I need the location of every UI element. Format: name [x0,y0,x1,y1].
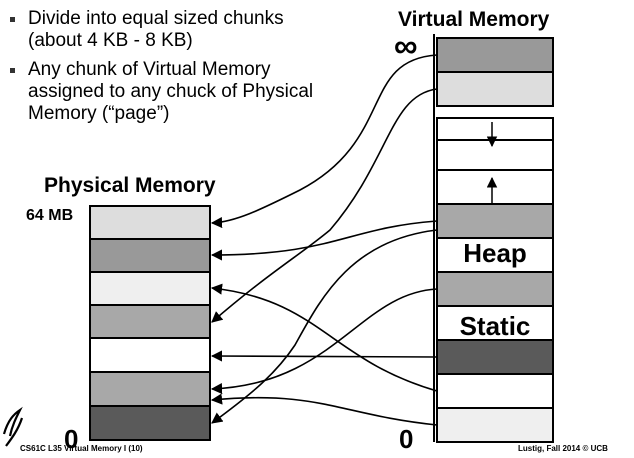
virtual-memory-zero-label: 0 [399,424,414,454]
virtual-page-code-3 [436,407,554,443]
mapping-arrow [210,220,438,261]
virtual-memory-title: Virtual Memory [398,8,550,31]
virtual-memory-stack: Heap Static [433,34,554,443]
virtual-page-code-2 [436,373,554,409]
physical-page-1 [89,405,211,441]
mapping-arrow [210,288,438,395]
virtual-page-heap-bottom [436,271,554,307]
physical-memory-stack [89,205,211,441]
mapping-arrow [211,88,438,323]
virtual-memory-infinity-label: ∞ [394,27,418,64]
physical-memory-top-label: 64 MB [26,207,74,224]
virtual-stack-region [436,117,554,205]
bullet-list: Divide into equal sized chunks (about 4 … [6,8,326,132]
mapping-arrow [211,229,438,424]
physical-page-7 [89,205,211,240]
bullet-item: Divide into equal sized chunks (about 4 … [6,8,326,52]
virtual-page-code-1 [436,339,554,375]
footer-copyright: Lustig, Fall 2014 © UCB [518,444,608,453]
footer-course-label: CS61C L35 Virtual Memory I (10) [20,444,143,453]
mapping-arrow [210,350,438,362]
physical-page-2 [89,371,211,407]
bullet-item: Any chunk of Virtual Memory assigned to … [6,59,326,125]
physical-page-4 [89,304,211,339]
physical-page-5 [89,271,211,306]
physical-page-6 [89,238,211,273]
physical-memory-title: Physical Memory [44,174,216,197]
mapping-arrow [210,283,438,392]
mapping-arrow [210,393,438,426]
physical-page-3 [89,337,211,373]
static-region [436,305,554,341]
virtual-page-top-1 [436,37,554,73]
page-mapping-arrows [210,54,438,426]
virtual-page-top-2 [436,71,554,107]
mapping-arrow [210,54,438,229]
virtual-page-heap-top [436,203,554,239]
ucb-logo-mark [2,406,24,447]
heap-label: Heap [463,238,527,268]
static-label: Static [460,311,531,341]
physical-memory-zero-label: 0 [64,424,79,454]
